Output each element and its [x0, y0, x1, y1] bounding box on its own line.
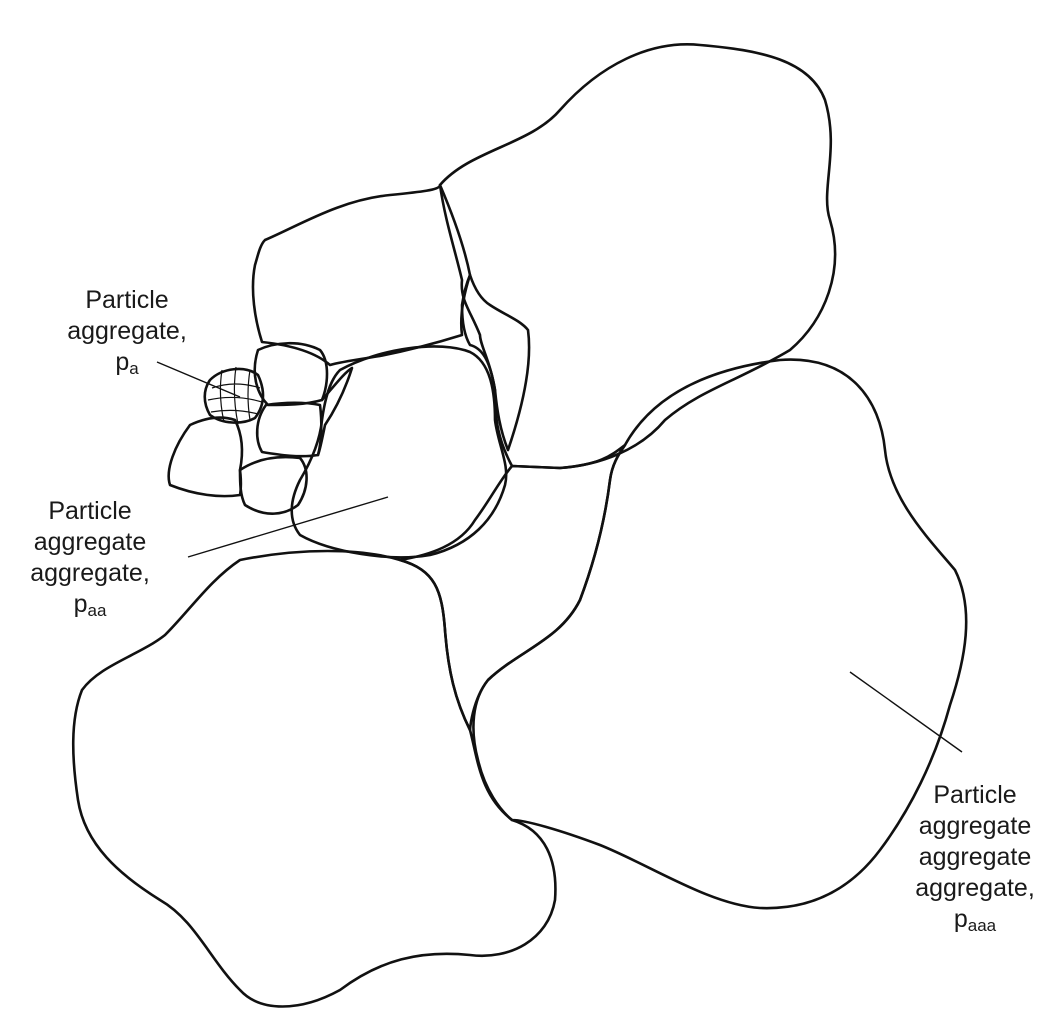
paaa-center [400, 445, 625, 730]
label-paaa-symbol: paaa [895, 904, 1055, 941]
label-pa-line-1: Particle [52, 285, 202, 316]
label-paaa: Particle aggregate aggregate aggregate, … [895, 780, 1055, 941]
label-paa: Particle aggregate aggregate, paa [5, 496, 175, 626]
label-paaa-line-1: Particle [895, 780, 1055, 811]
pa-small-1 [255, 343, 327, 405]
label-paaa-line-2: aggregate [895, 811, 1055, 842]
label-paaa-line-4: aggregate, [895, 873, 1055, 904]
label-pa-line-2: aggregate, [52, 316, 202, 347]
label-paaa-line-3: aggregate [895, 842, 1055, 873]
label-pa: Particle aggregate, pa [52, 285, 202, 384]
pa-small-3 [169, 418, 242, 497]
label-paa-line-3: aggregate, [5, 558, 175, 589]
label-paa-symbol: paa [5, 589, 175, 626]
paaa-right [473, 360, 966, 909]
leader-paaa [850, 672, 962, 752]
paaa-top-right [440, 44, 835, 468]
paa-aggregate [292, 346, 506, 557]
label-paa-line-2: aggregate [5, 527, 175, 558]
pa-small-2 [257, 403, 321, 456]
label-paa-line-1: Particle [5, 496, 175, 527]
leader-paa [188, 497, 388, 557]
paa-upper-left [253, 185, 470, 365]
label-pa-symbol: pa [52, 347, 202, 384]
